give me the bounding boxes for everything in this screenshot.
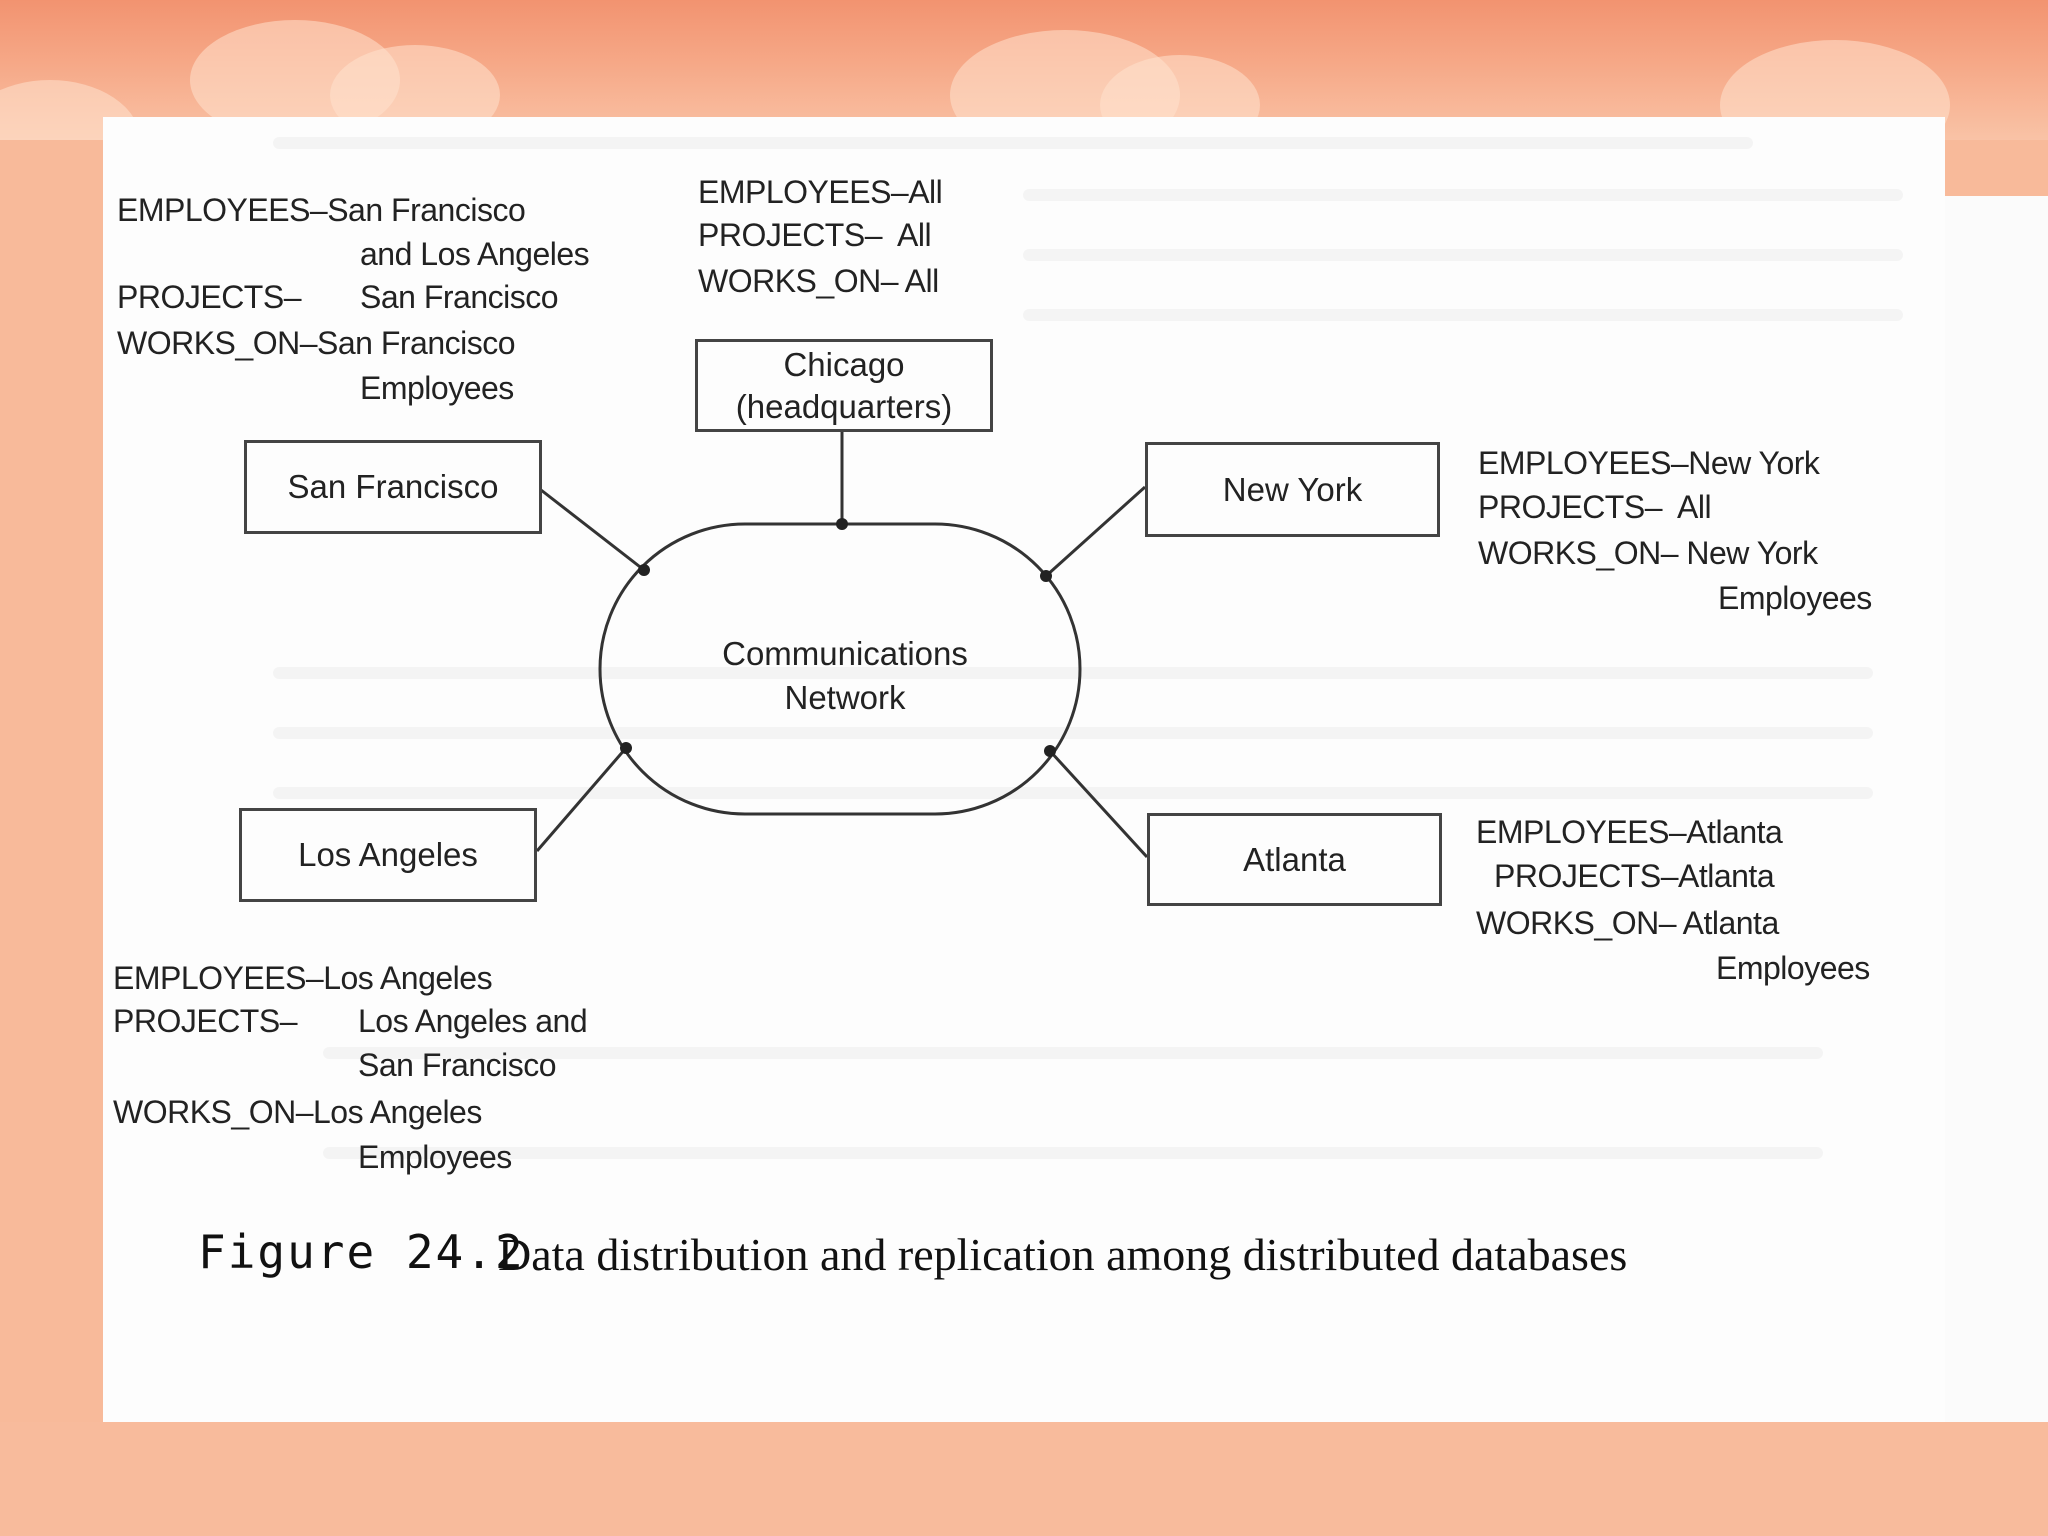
connector-san-francisco (540, 488, 645, 572)
annotation-chicago-works-on: WORKS_ON– All (698, 263, 939, 299)
annotation-ny-projects: PROJECTS– All (1478, 489, 1712, 525)
site-label-atlanta: Atlanta (1243, 840, 1346, 878)
figure-caption: Data distribution and replication among … (498, 1229, 1628, 1280)
connector-los-angeles (535, 747, 628, 852)
annotation-la-projects-cont: San Francisco (358, 1047, 557, 1083)
connector-atlanta (1048, 749, 1149, 859)
slide-bottom-band (0, 1422, 2048, 1536)
site-sublabel-chicago: (headquarters) (735, 387, 953, 425)
annotation-atlanta-employees: EMPLOYEES–Atlanta (1476, 814, 1783, 850)
junction-dot-new-york (1040, 570, 1052, 582)
annotation-la-works-on: WORKS_ON–Los Angeles (113, 1094, 482, 1130)
annotation-sf-projects-value: San Francisco (360, 279, 559, 315)
annotation-ny-employees: EMPLOYEES–New York (1478, 445, 1820, 481)
site-box-atlanta: Atlanta (1147, 813, 1442, 906)
scanned-page-edge (1945, 196, 2048, 1422)
annotation-chicago-employees: EMPLOYEES–All (698, 174, 943, 210)
network-label: Communications Network (680, 632, 1010, 720)
site-label-los-angeles: Los Angeles (298, 836, 478, 873)
annotation-atlanta-works-on-cont: Employees (1716, 950, 1870, 986)
network-label-line2: Network (784, 679, 906, 716)
annotation-chicago-projects: PROJECTS– All (698, 217, 932, 253)
annotation-atlanta-works-on: WORKS_ON– Atlanta (1476, 905, 1779, 941)
annotation-sf-works-on: WORKS_ON–San Francisco (117, 325, 516, 361)
annotation-ny-works-on-cont: Employees (1718, 580, 1872, 616)
annotation-ny-works-on: WORKS_ON– New York (1478, 535, 1818, 571)
junction-dot-chicago (836, 518, 848, 530)
site-box-san-francisco: San Francisco (244, 440, 542, 534)
annotation-sf-works-on-cont: Employees (360, 370, 514, 406)
connector-new-york (1044, 485, 1147, 578)
scanned-page (103, 117, 1945, 1422)
annotation-la-projects-key: PROJECTS– (113, 1003, 297, 1039)
site-label-san-francisco: San Francisco (287, 468, 499, 505)
site-label-chicago: Chicago (783, 345, 905, 383)
site-box-chicago: Chicago (headquarters) (695, 339, 993, 432)
annotation-sf-projects-key: PROJECTS– (117, 279, 301, 315)
site-box-new-york: New York (1145, 442, 1440, 537)
network-label-line1: Communications (722, 635, 968, 672)
junction-dot-los-angeles (620, 742, 632, 754)
annotation-sf-employees-cont: and Los Angeles (360, 236, 590, 272)
annotation-la-projects-value: Los Angeles and (358, 1003, 588, 1039)
site-box-los-angeles: Los Angeles (239, 808, 537, 902)
annotation-la-employees: EMPLOYEES–Los Angeles (113, 960, 493, 996)
annotation-la-works-on-cont: Employees (358, 1139, 512, 1175)
junction-dot-san-francisco (638, 564, 650, 576)
junction-dot-atlanta (1044, 745, 1056, 757)
site-label-new-york: New York (1222, 470, 1363, 508)
annotation-atlanta-projects: PROJECTS–Atlanta (1494, 858, 1775, 894)
annotation-sf-employees: EMPLOYEES–San Francisco (117, 192, 526, 228)
figure-number: Figure 24.2 (198, 1225, 525, 1279)
